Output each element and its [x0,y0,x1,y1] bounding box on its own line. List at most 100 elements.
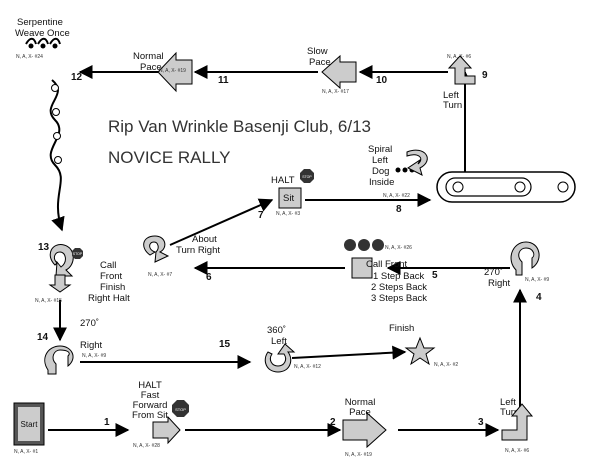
station-8: 8 Spiral Left Dog Inside N, A, X- #22 [368,144,428,215]
back-arrow-icon [321,54,357,90]
course-subtitle: NOVICE RALLY [108,148,231,167]
station-9: 9 N, A, X- #6 Left Turn [443,54,488,111]
stop-octagon-icon [300,169,314,183]
start-code: N, A, X- #1 [14,449,38,455]
station-code: N, A, X- #6 [505,448,529,454]
station-label: Serpentine [17,17,63,28]
station-label: 270˚ [80,318,99,329]
station-code: N, A, X- #12 [294,364,321,370]
step-back-icon [358,239,370,251]
station-number: 2 [330,417,336,428]
station-label: 1 Step Back [373,271,424,282]
station-label: Spiral [368,144,392,155]
stop-text: STOP [175,407,186,412]
cone [52,108,60,116]
cone [452,181,464,193]
cone [53,132,61,140]
cone-dot-icon [52,43,58,49]
finish-code: N, A, X- #2 [434,362,458,368]
station-label: Normal [345,397,376,408]
station-code: N, A, X- #26 [385,245,412,251]
station-10: 10 Slow Pace N, A, X- #17 [307,46,388,95]
back-arrow-icon [157,51,193,93]
station-3: 3 Left Turn N, A, X- #6 [478,397,534,454]
station-label: Finish [100,282,125,293]
station-code: N, A, X- #9 [82,353,106,359]
station-label: Pace [140,62,162,73]
station-label: Left [372,155,388,166]
station-code: N, A, X- #22 [383,193,410,199]
station-number: 11 [218,75,229,86]
cone [54,156,62,164]
station-7: 7 HALT STOP Sit N, A, X- #3 [258,169,314,221]
sign-plate [351,257,373,279]
station-label: Forward [133,400,168,411]
left-turn-icon [501,403,534,441]
step-back-icon [344,239,356,251]
station-label: Call Front [366,259,408,270]
cone [514,181,526,193]
270-right-icon [510,241,540,276]
station-code: N, A, X- #19 [159,68,186,74]
station-11: 11 Normal Pace N, A, X- #19 [133,51,229,93]
serpentine-icon [25,37,61,45]
station-number: 6 [206,272,212,283]
station-label: Front [100,271,123,282]
station-label: Turn Right [176,245,220,256]
forward-arrow-icon [152,415,181,445]
station-label: Call [100,260,116,271]
station-label: Right [80,340,103,351]
station-label: Fast [141,390,160,401]
station-code: N, A, X- #17 [322,89,349,95]
station-code: N, A, X- #9 [525,277,549,283]
start-sign: Start N, A, X- #1 [13,402,45,455]
station-code: N, A, X- #3 [276,211,300,217]
cone-dot-icon [40,43,46,49]
finish-label: Finish [389,323,414,334]
station-label: Slow [307,46,328,57]
finish-star-icon [404,336,436,366]
stop-text: STOP [73,252,83,256]
station-label: Right [488,278,511,289]
station-label: Left [443,90,459,101]
start-label: Start [21,420,39,429]
station-number: 3 [478,417,484,428]
station-code: N, A, X- #24 [16,54,43,60]
station-label: Left [271,336,287,347]
finish-sign: Finish N, A, X- #2 [389,323,458,368]
station-label: Pace [349,407,371,418]
station-14: 14 270˚ Right N, A, X- #9 [37,318,106,375]
course-path [48,65,527,437]
station-number: 1 [104,417,110,428]
station-4: 4 270˚ Right N, A, X- #9 [484,241,549,303]
270-right-icon [44,345,74,375]
path-12-serpentine-to-13 [49,79,65,232]
station-label: HALT [138,380,162,391]
station-label: From Sit [132,410,168,421]
station-label: Turn [443,100,462,111]
station-15: 15 360˚ Left N, A, X- #12 [219,325,321,373]
station-number: 5 [432,270,438,281]
station-number: 8 [396,204,402,215]
path-6-to-7 [169,198,274,246]
station-6: 6 About Turn Right N, A, X- #7 [143,234,220,283]
station-label: 3 Steps Back [371,293,427,304]
sit-sign-icon [278,187,302,209]
station-label: 2 Steps Back [371,282,427,293]
station-code: N, A, X- #28 [133,443,160,449]
stop-text: STOP [302,175,312,179]
path-15-to-finish [291,345,407,360]
cone-dot-icon [402,167,408,173]
finish-arrow-icon [48,274,72,293]
station-13: 13 STOP Call Front Finish Right Halt N, … [35,242,130,304]
station-number: 4 [536,292,542,303]
stop-octagon-icon [72,248,83,259]
station-number: 15 [219,339,231,350]
cone-dot-icon [28,43,34,49]
station-label: Left [500,397,516,408]
cone [51,84,59,92]
start-sign-face [18,407,40,441]
station-number: 9 [482,70,488,81]
forward-arrow-icon [342,411,387,449]
